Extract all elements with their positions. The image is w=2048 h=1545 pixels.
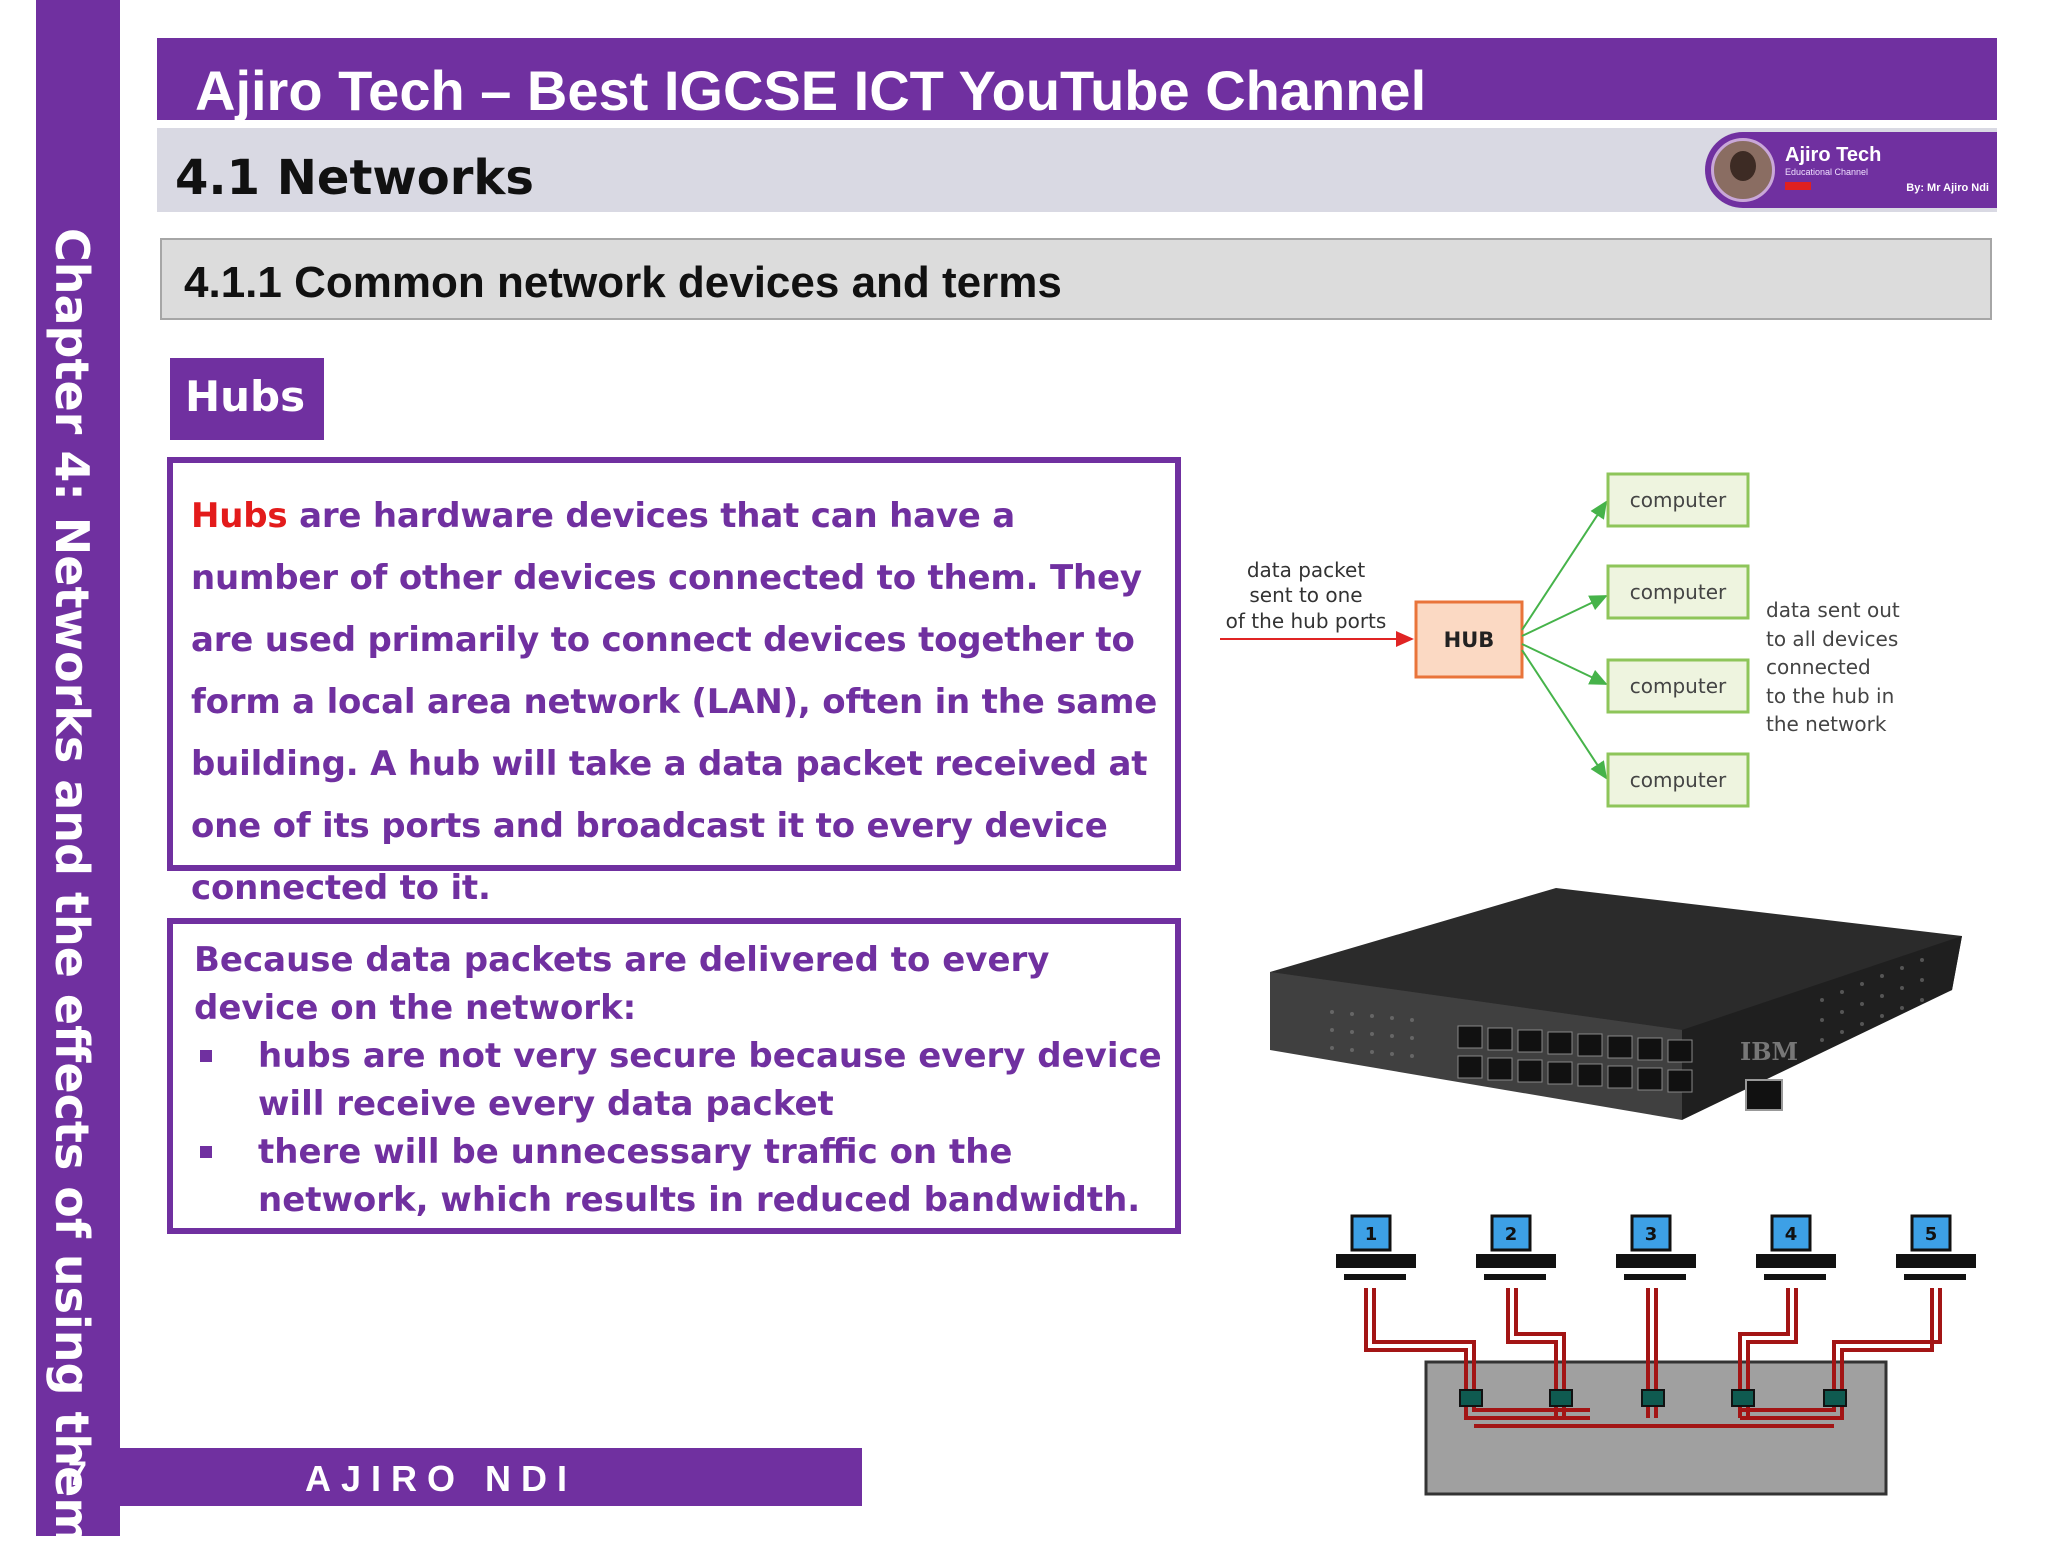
- header-title: Ajiro Tech – Best IGCSE ICT YouTube Chan…: [195, 59, 1427, 122]
- hub-topology-diagram: 1 2 3 4 5: [1336, 1214, 1976, 1496]
- computer-node: 1: [1336, 1214, 1416, 1280]
- input-label-line: sent to one: [1249, 583, 1362, 607]
- output-arrow: [1521, 649, 1608, 780]
- bullet-icon: [200, 1050, 212, 1062]
- brand-logo: IBM: [1740, 1037, 1798, 1066]
- sidebar: [36, 0, 120, 1536]
- computer-node: 2: [1476, 1214, 1556, 1280]
- page-number: 7: [68, 1455, 87, 1493]
- output-arrow: [1521, 500, 1608, 631]
- input-label-line: of the hub ports: [1226, 609, 1387, 633]
- list-item-text: there will be unnecessary traffic on the…: [258, 1132, 1141, 1220]
- hub-ports: [1459, 1389, 1847, 1407]
- avatar: [1711, 138, 1775, 202]
- logo-tagline: Educational Channel: [1785, 167, 1869, 177]
- node-label: 2: [1505, 1224, 1518, 1245]
- subsection-box: 4.1.1 Common network devices and terms: [160, 238, 1992, 320]
- output-label-line: connected: [1766, 655, 1871, 679]
- hub-node: [1414, 600, 1524, 679]
- logo-title: Ajiro Tech: [1785, 144, 1882, 166]
- computer-node: 4: [1756, 1214, 1836, 1280]
- computer-label: computer: [1630, 488, 1727, 512]
- definition-body: are hardware devices that can have a num…: [191, 496, 1158, 908]
- computer-node: 5: [1896, 1214, 1976, 1280]
- computer-node: [1606, 564, 1750, 620]
- status-leds: [1330, 1010, 1414, 1058]
- section-title: 4.1 Networks: [175, 150, 534, 206]
- node-label: 4: [1785, 1224, 1798, 1245]
- footer-bar: AJIRO NDI: [120, 1448, 862, 1506]
- computer-node: 3: [1616, 1214, 1696, 1280]
- consequences-box: Because data packets are delivered to ev…: [167, 918, 1181, 1234]
- chapter-title: Chapter 4: Networks and the effects of u…: [45, 228, 99, 1545]
- node-label: 5: [1925, 1224, 1938, 1245]
- hub-diagram: data packet sent to one of the hub ports…: [1220, 472, 1900, 808]
- computer-label: computer: [1630, 580, 1727, 604]
- definition-text: Hubs are hardware devices that can have …: [191, 485, 1171, 919]
- output-label-line: data sent out: [1766, 598, 1900, 622]
- computer-label: computer: [1630, 768, 1727, 792]
- list-item-text: hubs are not very secure because every d…: [258, 1036, 1162, 1124]
- logo-byline: By: Mr Ajiro Ndi: [1906, 182, 1989, 194]
- section-bar: 4.1 Networks: [157, 128, 1997, 212]
- list-item: hubs are not very secure because every d…: [194, 1032, 1174, 1128]
- hub-side-face: [1682, 936, 1962, 1120]
- output-label-line: the network: [1766, 712, 1887, 736]
- computer-node: [1606, 752, 1750, 808]
- author-name: AJIRO NDI: [305, 1458, 578, 1499]
- output-arrow: [1521, 595, 1608, 637]
- node-label: 3: [1645, 1224, 1658, 1245]
- input-label-line: data packet: [1247, 558, 1366, 582]
- subsection-title: 4.1.1 Common network devices and terms: [184, 258, 1062, 307]
- output-label-line: to the hub in: [1766, 684, 1894, 708]
- hub-label: HUB: [1444, 628, 1495, 652]
- output-label-line: to all devices: [1766, 627, 1898, 651]
- definition-term: Hubs: [191, 496, 288, 536]
- node-label: 1: [1365, 1224, 1378, 1245]
- computer-node: [1606, 658, 1750, 714]
- subscribe-badge: [1785, 182, 1811, 190]
- uplink-port: [1745, 1079, 1783, 1111]
- hub-photo: IBM: [1270, 888, 1962, 1120]
- port-grid: [1457, 1025, 1693, 1093]
- header-bar: Ajiro Tech – Best IGCSE ICT YouTube Chan…: [157, 38, 1997, 122]
- channel-logo: Ajiro Tech Educational Channel By: Mr Aj…: [1705, 132, 1997, 208]
- output-arrow: [1521, 643, 1608, 685]
- definition-box: Hubs are hardware devices that can have …: [167, 457, 1181, 908]
- computer-label: computer: [1630, 674, 1727, 698]
- topic-label: Hubs: [170, 358, 324, 440]
- bullet-icon: [200, 1146, 212, 1158]
- consequences-intro: Because data packets are delivered to ev…: [194, 940, 1050, 1028]
- list-item: there will be unnecessary traffic on the…: [194, 1128, 1174, 1224]
- computer-node: [1606, 472, 1750, 528]
- consequences-list: hubs are not very secure because every d…: [194, 1032, 1174, 1224]
- vent-holes: [1820, 958, 1924, 1042]
